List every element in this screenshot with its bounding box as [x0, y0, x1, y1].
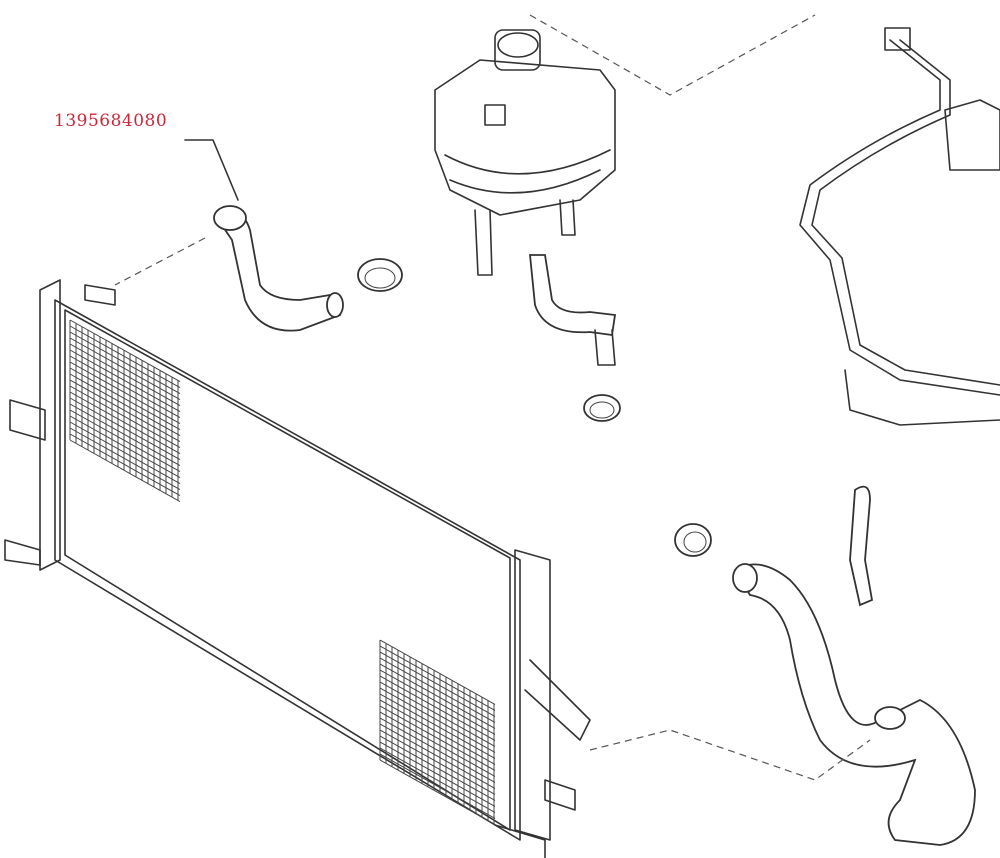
- hose-clamp: [357, 258, 403, 292]
- dashed-connector-line: [589, 729, 871, 781]
- dashed-connector-line: [529, 14, 816, 96]
- hose-clamp: [583, 394, 621, 422]
- radiator: [4, 279, 591, 858]
- part-number-label: 1395684080: [54, 111, 168, 131]
- hose-clamp: [674, 523, 712, 557]
- lower-radiator-hose: [732, 563, 976, 846]
- label-leader-line: [184, 139, 239, 201]
- small-bypass-hose: [529, 254, 617, 366]
- upper-radiator-hose: [213, 205, 344, 332]
- expansion-tank: [434, 29, 616, 276]
- heater-pipe-assembly: [799, 27, 1000, 426]
- radiator-core-mesh: [69, 319, 496, 825]
- small-hose: [849, 485, 874, 607]
- dashed-connector-line: [114, 237, 206, 286]
